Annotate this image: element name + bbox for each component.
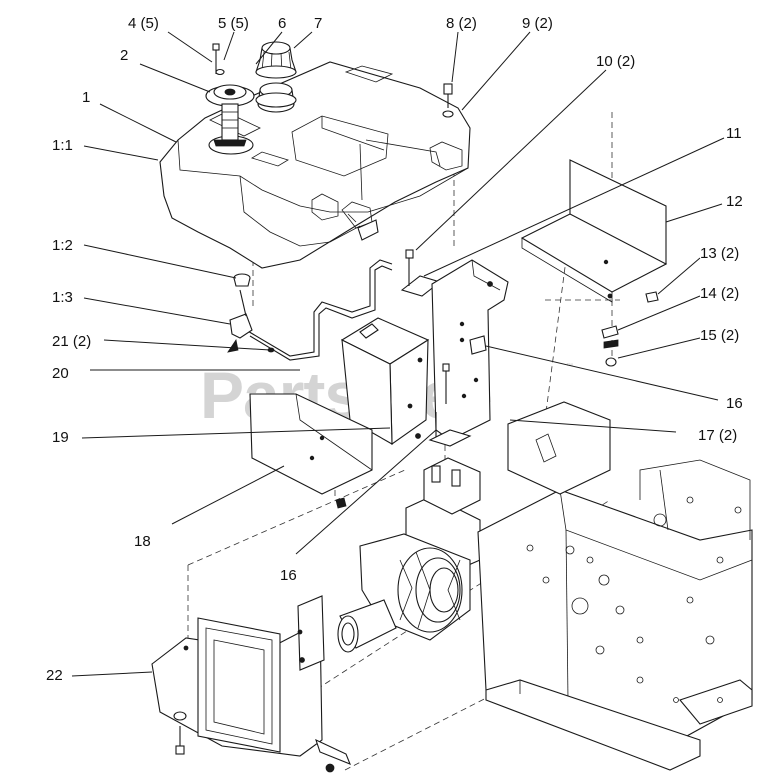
- fuel-gauge: [205, 43, 255, 147]
- callout-4: 4 (5): [128, 15, 159, 32]
- callout-1-1: 1:1: [52, 137, 73, 154]
- callout-10: 10 (2): [596, 53, 635, 70]
- callout-15: 15 (2): [700, 327, 739, 344]
- callout-6: 6: [278, 15, 286, 32]
- mounting-bracket-19: [340, 317, 430, 446]
- engine-assembly: [337, 457, 528, 653]
- watermark-trademark: ™: [566, 363, 573, 370]
- callout-12: 12: [726, 193, 743, 210]
- bolt-8: [442, 83, 454, 118]
- callout-17: 17 (2): [698, 427, 737, 444]
- fuel-line: [229, 259, 393, 361]
- heat-shield-12: [520, 159, 668, 367]
- bracket-11: [400, 249, 442, 297]
- mounting-plate-16: [428, 259, 509, 447]
- cover-panel-22: [151, 595, 351, 773]
- callout-21: 21 (2): [52, 333, 91, 350]
- callout-14: 14 (2): [700, 285, 739, 302]
- fuel-cap: [255, 41, 297, 113]
- callout-labels: 4 (5) 5 (5) 6 7 8 (2) 9 (2) 10 (2) 2 1 1…: [46, 15, 743, 684]
- callout-2: 2: [120, 47, 128, 64]
- callout-18: 18: [134, 533, 151, 550]
- callout-7: 7: [314, 15, 322, 32]
- callout-5: 5 (5): [218, 15, 249, 32]
- callout-16-left: 16: [280, 567, 297, 584]
- callout-20: 20: [52, 365, 69, 382]
- callout-13: 13 (2): [700, 245, 739, 262]
- callout-1-3: 1:3: [52, 289, 73, 306]
- callout-9: 9 (2): [522, 15, 553, 32]
- callout-1-2: 1:2: [52, 237, 73, 254]
- callout-8: 8 (2): [446, 15, 477, 32]
- callout-11: 11: [726, 125, 742, 142]
- chassis-frame: [477, 401, 753, 771]
- shield-18: [249, 393, 373, 509]
- callout-19: 19: [52, 429, 69, 446]
- callout-22: 22: [46, 667, 63, 684]
- leader-lines: [71, 31, 725, 677]
- callout-16-right: 16: [726, 395, 743, 412]
- callout-1: 1: [82, 89, 90, 106]
